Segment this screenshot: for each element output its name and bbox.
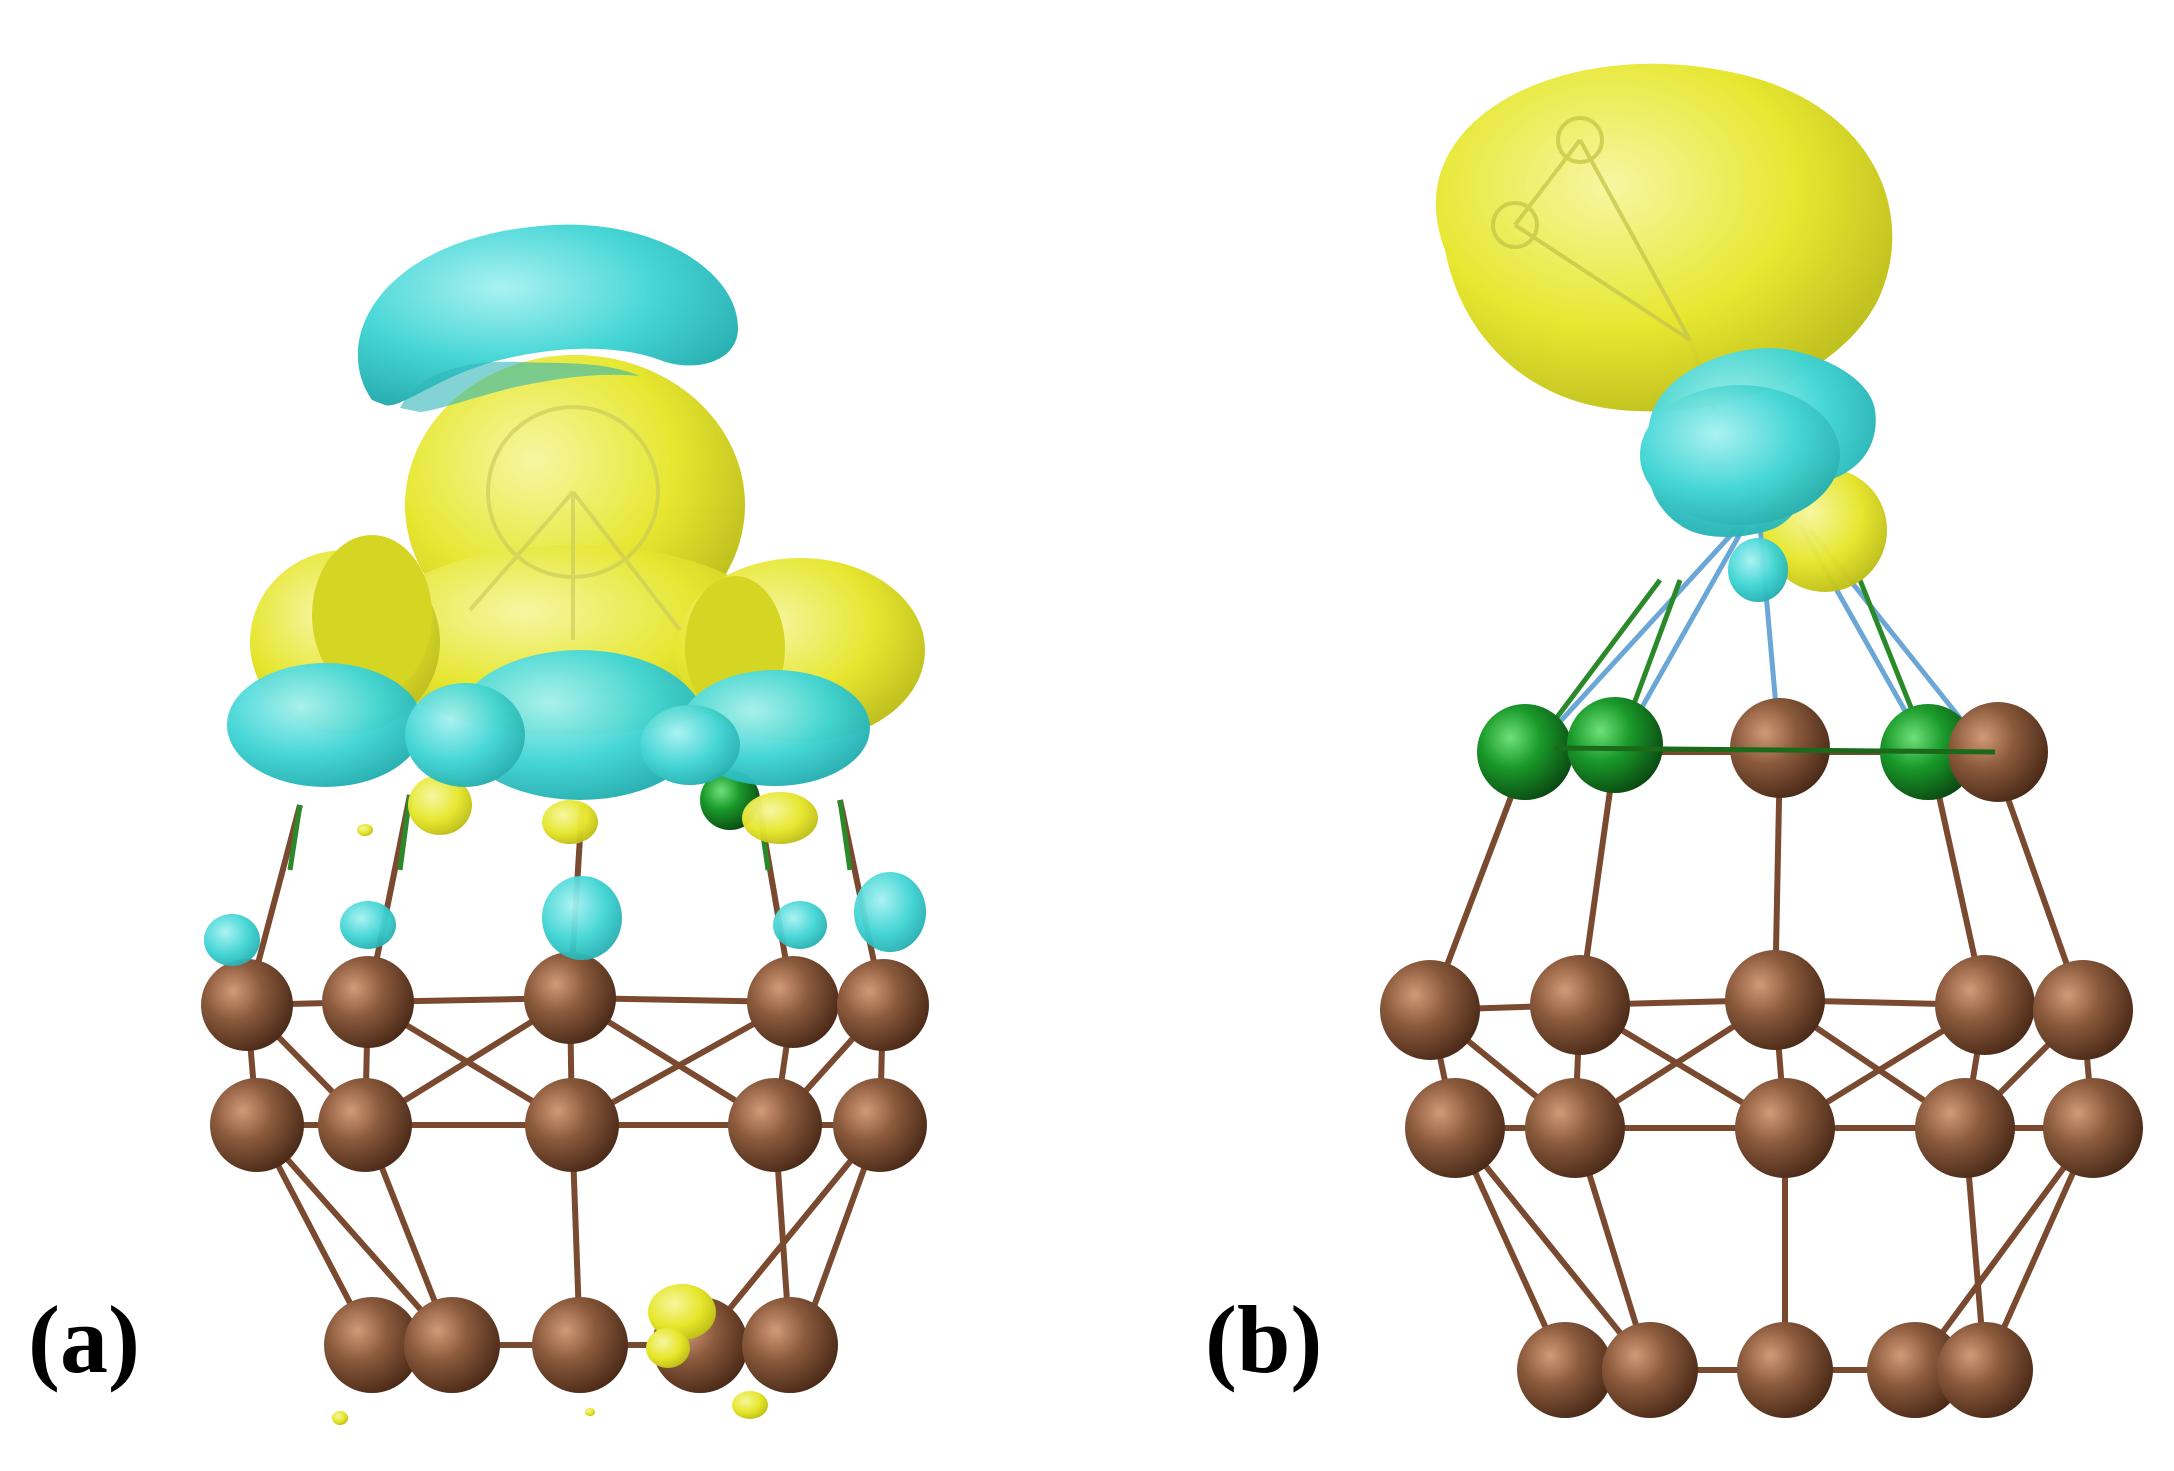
dopant-atom-b-1 xyxy=(1477,704,1573,800)
panel-label-b: (b) xyxy=(1205,1286,1323,1393)
cage-bonds-a xyxy=(244,794,886,1348)
panel-label-a: (a) xyxy=(28,1286,140,1393)
panel-b xyxy=(1380,63,2143,1418)
dopant-atom-b-2 xyxy=(1567,697,1663,793)
carbon-atom-b-top-2 xyxy=(1948,702,2048,802)
ligand-bonds-a xyxy=(468,405,682,640)
negative-isosurface-a xyxy=(227,224,870,800)
ligand-atoms-b xyxy=(1491,116,1692,342)
panel-a xyxy=(201,224,929,1425)
carbon-atoms-b xyxy=(1380,950,2143,1418)
positive-lobes-small-a xyxy=(332,824,768,1425)
dopant-ring-bond-b xyxy=(1554,745,1996,755)
negative-isosurface-b xyxy=(1640,348,1876,602)
positive-isosurface-b xyxy=(1435,63,1893,592)
cage-bonds-b xyxy=(1427,737,2096,1373)
carbon-atoms-a xyxy=(201,952,929,1393)
negative-lobes-small-a xyxy=(204,872,926,966)
